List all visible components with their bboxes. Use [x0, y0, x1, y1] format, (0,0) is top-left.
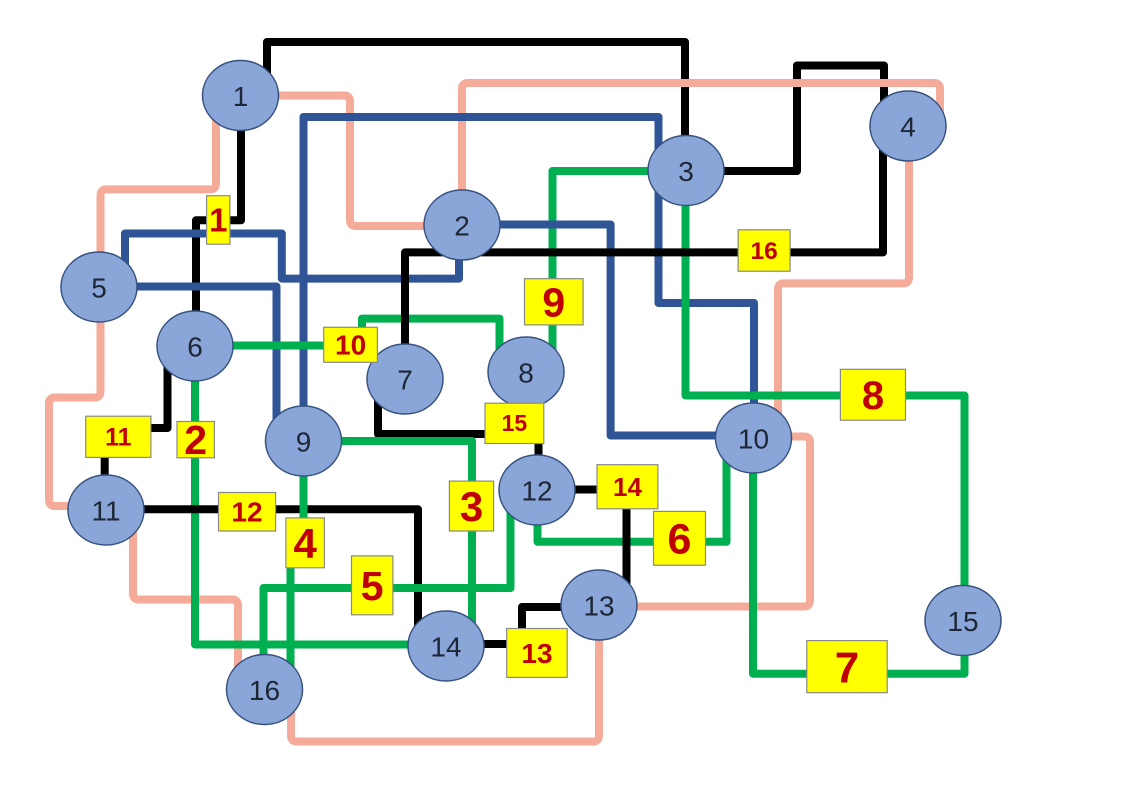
svg-text:14: 14	[613, 472, 642, 502]
svg-text:5: 5	[361, 563, 384, 609]
svg-text:15: 15	[947, 606, 978, 637]
svg-text:2: 2	[184, 417, 207, 463]
svg-text:1: 1	[209, 202, 227, 239]
svg-text:8: 8	[862, 374, 884, 418]
svg-text:10: 10	[335, 330, 366, 361]
svg-text:2: 2	[454, 211, 470, 242]
svg-text:6: 6	[187, 332, 203, 363]
svg-text:12: 12	[521, 476, 552, 507]
svg-text:4: 4	[900, 112, 916, 143]
svg-text:3: 3	[460, 483, 483, 530]
svg-text:3: 3	[678, 156, 694, 187]
svg-text:13: 13	[521, 638, 552, 669]
svg-text:9: 9	[542, 279, 565, 325]
svg-text:5: 5	[91, 273, 107, 304]
svg-text:16: 16	[750, 238, 777, 265]
svg-text:7: 7	[835, 643, 859, 692]
svg-text:11: 11	[105, 424, 132, 452]
svg-text:14: 14	[430, 632, 461, 663]
svg-text:6: 6	[668, 516, 692, 564]
svg-text:12: 12	[231, 497, 262, 528]
svg-text:1: 1	[233, 81, 249, 112]
svg-text:10: 10	[738, 424, 769, 455]
svg-text:11: 11	[91, 496, 120, 527]
svg-text:16: 16	[249, 675, 280, 706]
svg-text:7: 7	[397, 365, 413, 396]
svg-text:15: 15	[502, 410, 528, 436]
svg-text:4: 4	[294, 520, 318, 567]
svg-text:9: 9	[296, 427, 312, 458]
svg-text:13: 13	[583, 591, 614, 622]
svg-text:8: 8	[518, 358, 534, 389]
